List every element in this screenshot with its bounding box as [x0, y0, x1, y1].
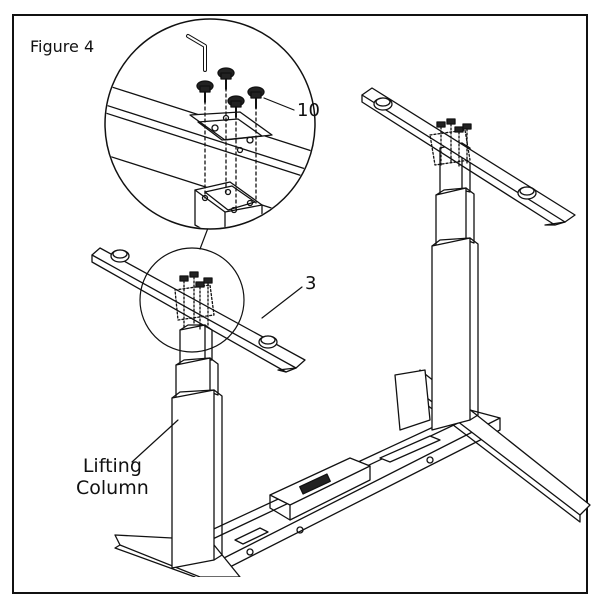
right-top-screws: [436, 118, 472, 169]
detail-reference-circle: [139, 247, 245, 353]
left-top-screws: [179, 271, 213, 331]
lifting-label-line1: Lifting: [82, 455, 142, 477]
left-lifting-column: [171, 324, 223, 569]
bottom-base-frame: [189, 409, 501, 573]
right-lifting-column: [431, 142, 479, 431]
magnified-detail: [104, 18, 316, 230]
leader-line-3: [261, 286, 303, 319]
callout-screw-10: 10: [297, 100, 320, 121]
leader-line-lifting-column: [131, 419, 179, 463]
magnified-screws: [196, 67, 265, 118]
lifting-label-line2: Column: [76, 477, 149, 499]
callout-crossbar-3: 3: [305, 273, 317, 294]
figure-label: Figure 4: [30, 37, 95, 56]
right-top-crossbar: [361, 87, 576, 226]
detail-connector-line: [199, 227, 209, 250]
desk-frame-assembly-diagram: [91, 18, 591, 577]
lifting-column-label: Lifting Column: [76, 455, 149, 499]
